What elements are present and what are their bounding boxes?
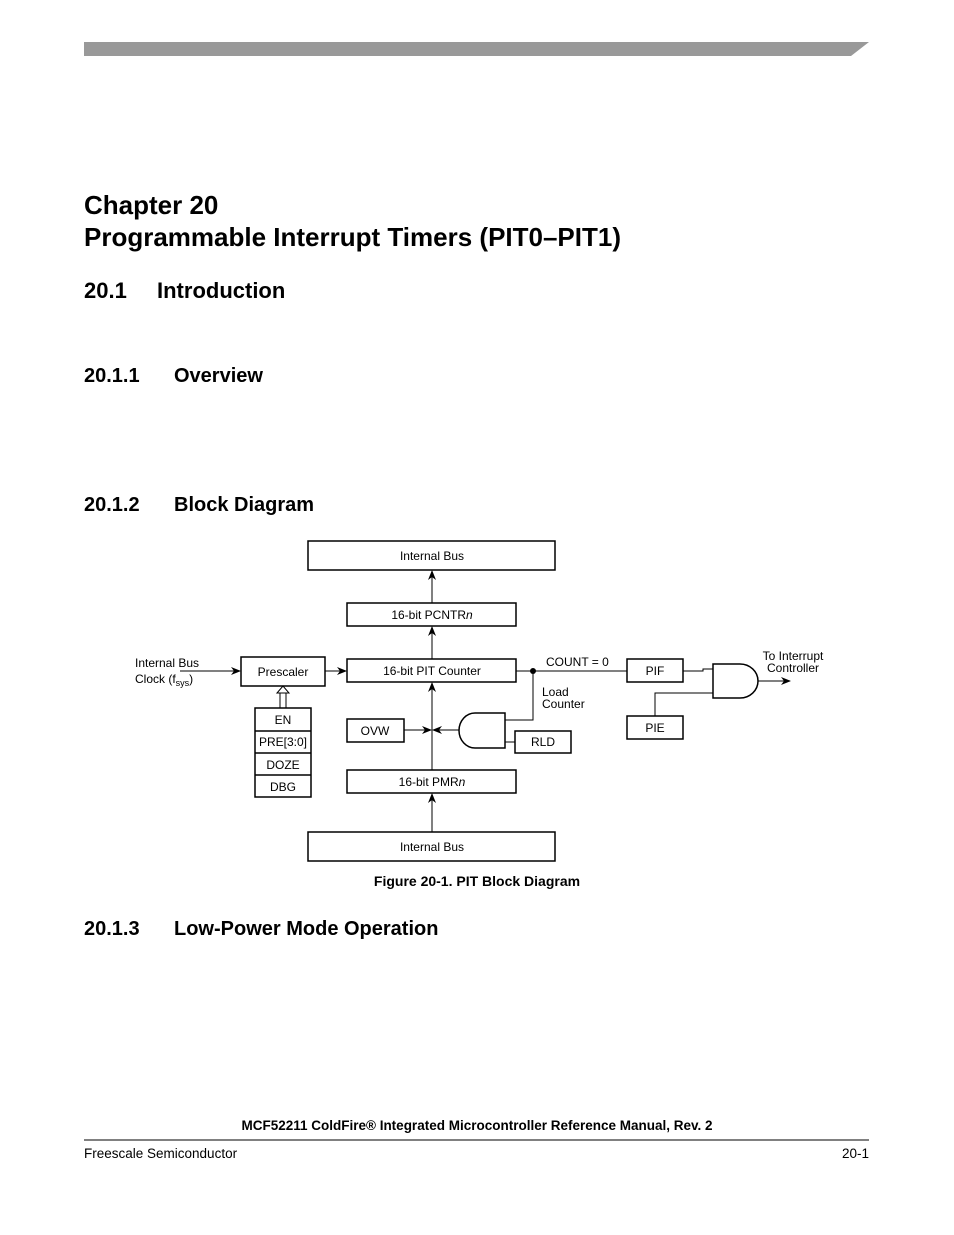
interrupt-and-gate [712,663,759,699]
figure-caption: Figure 20-1. PIT Block Diagram [373,873,581,889]
section-number: 20.1 [84,278,127,303]
to-interrupt-label: To Interrupt [763,649,824,663]
internal-bus-bottom-label: Internal Bus [400,840,464,854]
junction-dot [530,668,536,674]
internal-bus-top-label: Internal Bus [400,549,464,563]
section-title: Low-Power Mode Operation [174,918,439,940]
clock-label-line1: Internal Bus [135,656,199,670]
chapter-number: Chapter 20 [84,190,219,220]
section-number: 20.1.3 [84,918,140,940]
load-and-gate [458,712,506,749]
section-heading-20-1-3: 20.1.3 Low-Power Mode Operation [84,918,438,941]
pmr-label: 16-bit PMRn [399,775,466,789]
section-title: Overview [174,365,263,387]
pie-label: PIE [645,721,664,735]
clock-label-line2: Clock (fsys) [135,672,193,688]
section-number: 20.1.2 [84,494,140,516]
rld-label: RLD [531,735,555,749]
doze-label: DOZE [266,758,299,772]
footer-manual-title: MCF52211 ColdFire® Integrated Microcontr… [241,1118,713,1133]
load-label: Load [542,685,569,699]
footer-page-number: 20-1 [841,1146,869,1161]
section-heading-20-1-1: 20.1.1 Overview [84,365,263,388]
chapter-name: Programmable Interrupt Timers (PIT0–PIT1… [84,222,621,252]
dbg-label: DBG [270,780,296,794]
ovw-label: OVW [361,724,390,738]
pif-label: PIF [646,664,665,678]
section-heading-20-1: 20.1 Introduction [84,278,285,304]
section-heading-20-1-2: 20.1.2 Block Diagram [84,494,314,517]
counter-label: Counter [542,697,585,711]
prescaler-label: Prescaler [258,665,309,679]
section-title: Introduction [157,278,286,303]
section-number: 20.1.1 [84,365,140,387]
pcntr-label: 16-bit PCNTRn [391,608,473,622]
chapter-title: Chapter 20 Programmable Interrupt Timers… [84,189,621,253]
count-zero-label: COUNT = 0 [546,655,609,669]
en-label: EN [275,713,292,727]
section-title: Block Diagram [174,494,315,516]
footer-company: Freescale Semiconductor [84,1146,238,1161]
controller-label: Controller [767,661,819,675]
pre-label: PRE[3:0] [259,735,307,749]
pit-counter-label: 16-bit PIT Counter [383,664,481,678]
